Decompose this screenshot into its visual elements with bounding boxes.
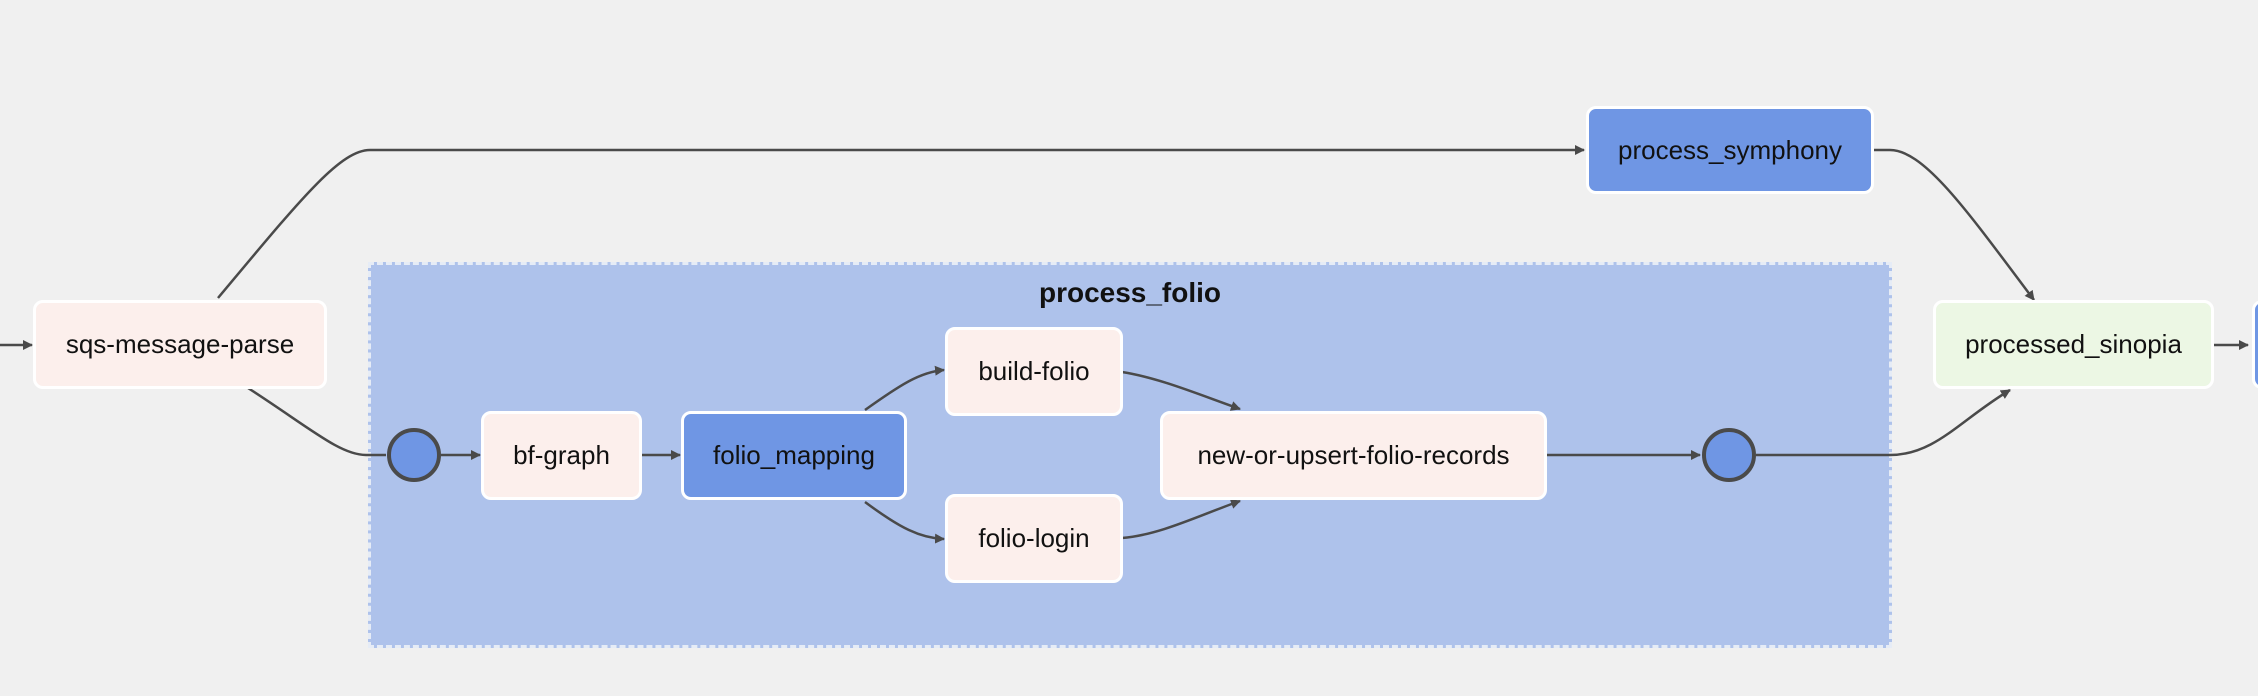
edge-mapping-to-login [864,500,945,544]
task-node-folio-mapping[interactable]: folio_mapping [681,411,907,500]
edge-join-end-to-sinopia [1756,388,2011,457]
task-label: folio_mapping [713,440,875,470]
join-node-start[interactable] [387,428,441,482]
task-label: build-folio [978,356,1090,386]
task-label: process_symphony [1618,134,1842,165]
task-node-process-symphony[interactable]: process_symphony [1586,106,1874,194]
edge-parse-to-symphony [217,145,1585,299]
task-label: bf-graph [513,440,610,470]
task-node-bf-graph[interactable]: bf-graph [481,411,642,500]
edge-mapping-to-build [864,365,945,412]
task-label: folio-login [978,523,1090,553]
edge-login-to-upsert [1121,499,1241,540]
task-node-processed-sinopia[interactable]: processed_sinopia [1933,300,2214,389]
task-label: sqs-message-parse [65,329,295,359]
task-node-sqs-message-parse[interactable]: sqs-message-parse [33,300,327,389]
task-node-offscreen-right[interactable] [2252,300,2258,389]
task-node-build-folio[interactable]: build-folio [945,327,1123,416]
edge-parse-to-join-start [247,386,386,457]
task-label: processed_sinopia [1965,329,2182,359]
edge-symphony-to-sinopia [1872,148,2035,301]
join-node-end[interactable] [1702,428,1756,482]
task-node-new-or-upsert-folio-records[interactable]: new-or-upsert-folio-records [1160,411,1547,500]
edge-build-to-upsert [1121,370,1241,411]
task-group-title: process_folio [1038,277,1222,308]
task-label: new-or-upsert-folio-records [1197,440,1510,470]
task-node-folio-login[interactable]: folio-login [945,494,1123,583]
